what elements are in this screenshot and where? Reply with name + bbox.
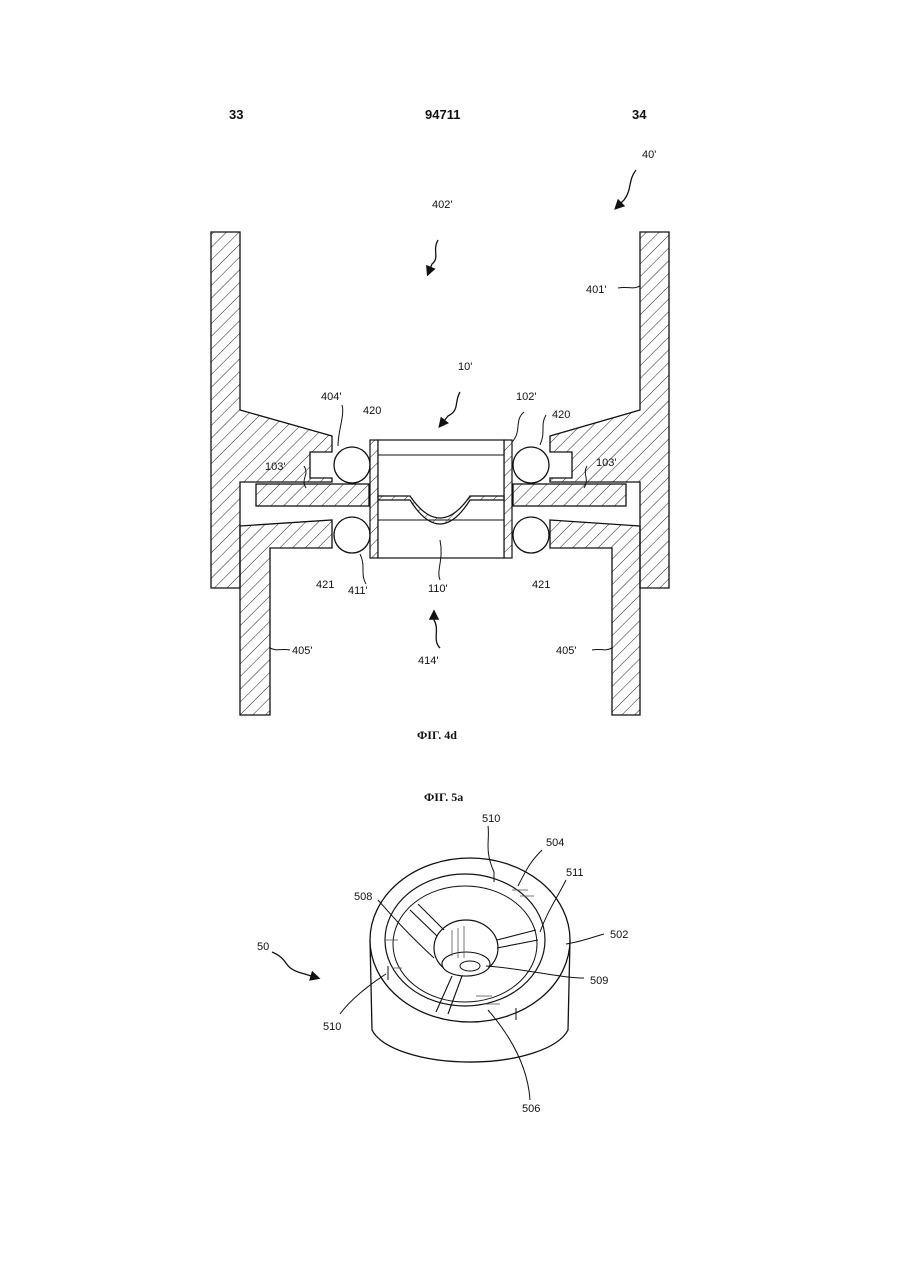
label-405-left: 405' — [292, 645, 312, 657]
arrow-414 — [434, 612, 440, 648]
label-421-left: 421 — [316, 579, 334, 591]
figure-4d-caption: ФІГ. 4d — [417, 728, 457, 743]
right-lower-housing — [550, 520, 640, 715]
left-lower-housing — [240, 520, 332, 715]
left-plate — [256, 484, 369, 506]
figure-5a-caption: ФІГ. 5а — [424, 790, 463, 805]
label-411: 411' — [348, 585, 368, 597]
ball-420-right — [513, 447, 549, 483]
label-420-left: 420 — [363, 405, 381, 417]
ball-420-left — [334, 447, 370, 483]
cup-wall-right — [504, 440, 512, 558]
label-103-right: 103' — [596, 457, 616, 469]
ball-421-left — [334, 517, 370, 553]
arrow-10 — [440, 392, 460, 426]
label-102: 102' — [516, 391, 536, 403]
label-405-right: 405' — [556, 645, 576, 657]
label-414: 414' — [418, 655, 438, 667]
arrow-40 — [616, 170, 636, 208]
arrow-402 — [428, 240, 438, 274]
label-404: 404' — [321, 391, 341, 403]
right-plate — [513, 484, 626, 506]
label-402: 402' — [432, 199, 452, 211]
label-110: 110' — [428, 583, 448, 595]
cup-wall-left — [370, 440, 378, 558]
label-420-right: 420 — [552, 409, 570, 421]
label-40: 40' — [642, 149, 656, 161]
label-421-right: 421 — [532, 579, 550, 591]
label-10: 10' — [458, 361, 472, 373]
label-401: 401' — [586, 284, 606, 296]
label-103-left: 103' — [265, 461, 285, 473]
ball-421-right — [513, 517, 549, 553]
